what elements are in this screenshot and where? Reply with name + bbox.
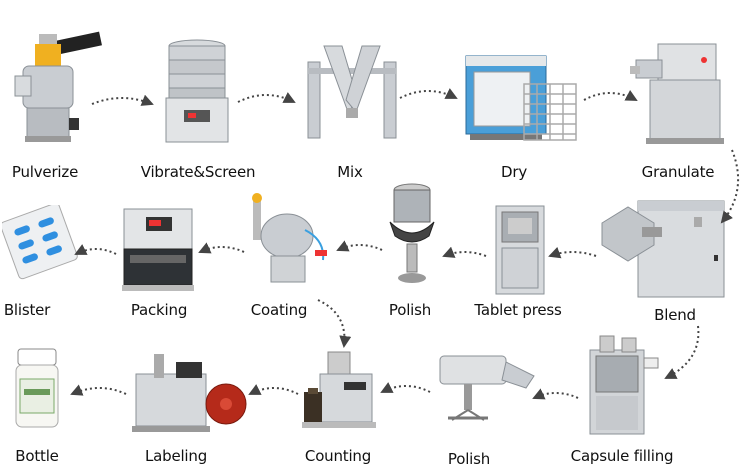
arrow-coating-to-counting	[317, 299, 352, 348]
labeling-machine-icon	[132, 354, 247, 432]
blister-pack-icon	[2, 205, 78, 280]
arrow-blend-to-tablet	[548, 246, 597, 259]
arrow-coating-to-packing	[198, 242, 245, 254]
v-mixer-icon	[307, 45, 397, 139]
step-label-granulate: Granulate	[641, 163, 715, 181]
step-label-capsule-filling: Capsule filling	[570, 447, 674, 465]
arrow-dry-to-granulate	[583, 89, 638, 101]
blender-icon	[601, 200, 725, 298]
arrow-polish-to-counting	[380, 382, 431, 393]
pulverizer-machine-icon	[14, 31, 102, 142]
vibrating-screen-icon	[165, 39, 229, 143]
arrow-pulverize-to-screen	[91, 94, 154, 106]
arrow-granulate-to-blend	[720, 149, 739, 224]
arrow-capsule-to-polish	[532, 388, 579, 400]
step-label-blend: Blend	[654, 306, 696, 324]
step-label-mix: Mix	[337, 163, 363, 181]
blister-packing-machine-icon	[122, 208, 194, 291]
arrow-polish-to-coating	[336, 240, 383, 252]
granulator-icon	[630, 43, 724, 144]
step-label-capsule-polish: Polish	[447, 450, 491, 468]
arrow-screen-to-mix	[237, 92, 296, 103]
arrow-packing-to-blister	[74, 244, 117, 255]
arrow-tablet-to-polish	[442, 246, 487, 258]
bottle-icon	[15, 348, 59, 428]
step-label-bottle: Bottle	[15, 447, 59, 465]
step-label-pulverize: Pulverize	[11, 163, 79, 181]
arrow-blend-to-capsule	[664, 325, 700, 379]
step-label-tablet-polish: Polish	[388, 301, 432, 319]
step-label-packing: Packing	[130, 301, 188, 319]
counting-machine-icon	[302, 351, 376, 428]
step-label-tablet-press: Tablet press	[474, 301, 562, 319]
capsule-polisher-icon	[439, 355, 535, 421]
arrow-counting-to-labeling	[248, 384, 299, 395]
step-label-vibrate-screen: Vibrate&Screen	[140, 163, 256, 181]
step-label-counting: Counting	[304, 447, 372, 465]
arrow-labeling-to-bottle	[70, 384, 127, 396]
tablet-press-icon	[495, 205, 545, 295]
step-label-coating: Coating	[250, 301, 308, 319]
step-label-blister: Blister	[3, 301, 51, 319]
drying-oven-icon	[465, 55, 577, 141]
step-label-labeling: Labeling	[144, 447, 208, 465]
arrow-mix-to-dry	[399, 88, 458, 99]
coating-machine-icon	[252, 193, 327, 283]
capsule-filling-machine-icon	[589, 335, 659, 435]
tablet-polisher-icon	[389, 183, 435, 283]
step-label-dry: Dry	[501, 163, 527, 181]
